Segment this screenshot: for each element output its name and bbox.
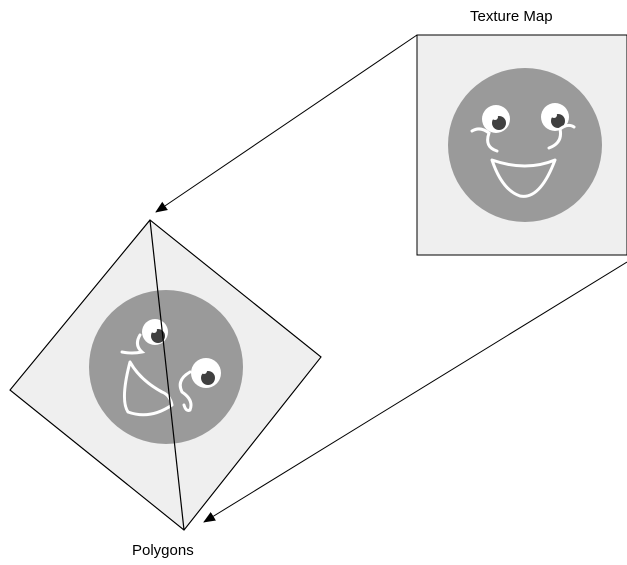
- mapped-eye-lower: [191, 358, 221, 388]
- texture-map-label: Texture Map: [470, 8, 553, 25]
- face-circle: [448, 68, 602, 222]
- mapped-eye-upper: [142, 319, 168, 345]
- polygons-label: Polygons: [132, 542, 194, 559]
- texture-map: [417, 35, 627, 255]
- mapping-arrow-top: [156, 35, 417, 212]
- smiley-face: [448, 68, 602, 222]
- left-eye: [482, 105, 510, 133]
- polygons: [10, 220, 321, 530]
